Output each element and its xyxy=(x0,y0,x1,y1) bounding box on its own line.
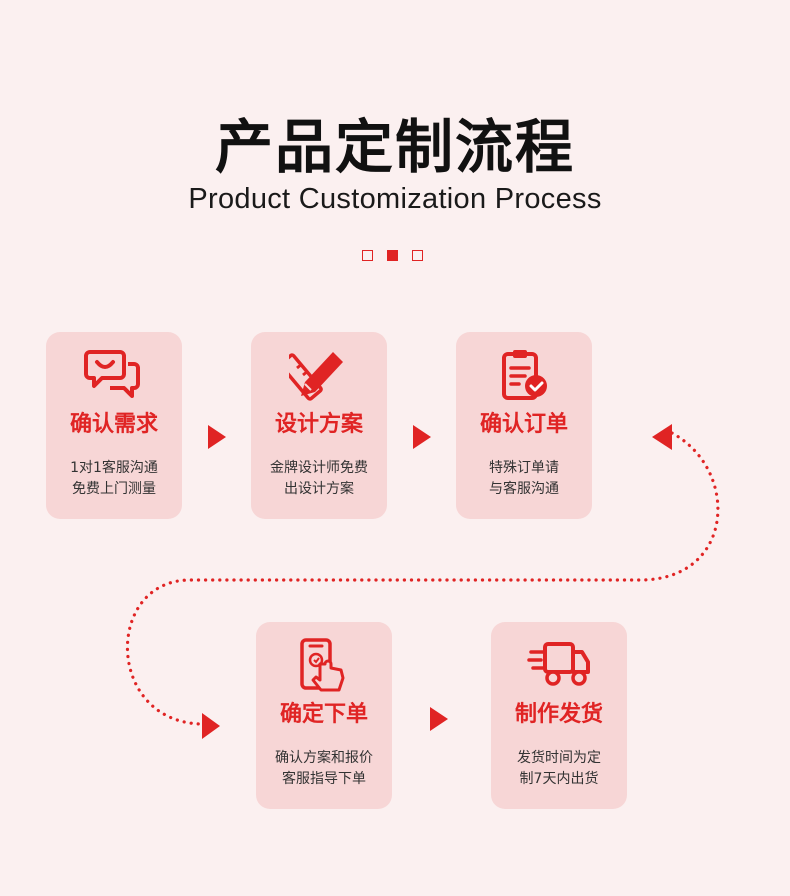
step-arrow-1 xyxy=(208,425,226,449)
dot-outline-left xyxy=(362,250,373,261)
step-desc-line-2: 免费上门测量 xyxy=(72,481,156,497)
step-desc-line-2: 制7天内出货 xyxy=(519,771,599,787)
clipboard-check-icon xyxy=(502,350,547,400)
step-card-design-plan: 设计方案 金牌设计师免费 出设计方案 xyxy=(251,332,387,519)
step-card-production-shipping: 制作发货 发货时间为定 制7天内出货 xyxy=(491,622,627,809)
page-title: 产品定制流程 xyxy=(214,113,575,181)
step-desc-line-2: 出设计方案 xyxy=(284,481,354,497)
step-title: 确认订单 xyxy=(479,412,568,437)
dot-filled-center xyxy=(387,250,398,261)
page-subtitle: Product Customization Process xyxy=(188,183,602,215)
dotted-connector-path xyxy=(125,431,720,726)
connector-arrowhead-top xyxy=(652,424,672,450)
step-desc-line-2: 客服指导下单 xyxy=(282,771,366,787)
step-description: 1对1客服沟通 免费上门测量 xyxy=(46,458,182,500)
step-card-confirm-order: 确认订单 特殊订单请 与客服沟通 xyxy=(456,332,592,519)
step-title: 确认需求 xyxy=(69,412,158,437)
step-arrow-2 xyxy=(413,425,431,449)
step-desc-line-1: 特殊订单请 xyxy=(489,460,559,476)
step-description: 确认方案和报价 客服指导下单 xyxy=(256,748,392,790)
phone-tap-icon xyxy=(300,638,345,692)
step-title: 制作发货 xyxy=(514,702,603,727)
step-description: 发货时间为定 制7天内出货 xyxy=(491,748,627,790)
step-card-confirm-needs: 确认需求 1对1客服沟通 免费上门测量 xyxy=(46,332,182,519)
connector-arrowhead-bottom xyxy=(202,713,220,739)
step-description: 特殊订单请 与客服沟通 xyxy=(456,458,592,500)
step-desc-line-1: 确认方案和报价 xyxy=(275,750,373,766)
step-title: 确定下单 xyxy=(279,702,368,727)
delivery-truck-icon xyxy=(527,642,590,686)
dot-outline-right xyxy=(412,250,423,261)
step-desc-line-1: 金牌设计师免费 xyxy=(270,460,368,476)
chat-bubbles-icon xyxy=(84,350,140,398)
step-desc-line-2: 与客服沟通 xyxy=(489,481,559,497)
ruler-pencil-icon xyxy=(289,352,343,401)
step-desc-line-1: 1对1客服沟通 xyxy=(70,460,158,476)
step-card-place-order: 确定下单 确认方案和报价 客服指导下单 xyxy=(256,622,392,809)
section-dots xyxy=(362,250,432,264)
step-description: 金牌设计师免费 出设计方案 xyxy=(251,458,387,500)
step-title: 设计方案 xyxy=(274,412,363,437)
step-desc-line-1: 发货时间为定 xyxy=(517,750,601,766)
step-arrow-3 xyxy=(430,707,448,731)
